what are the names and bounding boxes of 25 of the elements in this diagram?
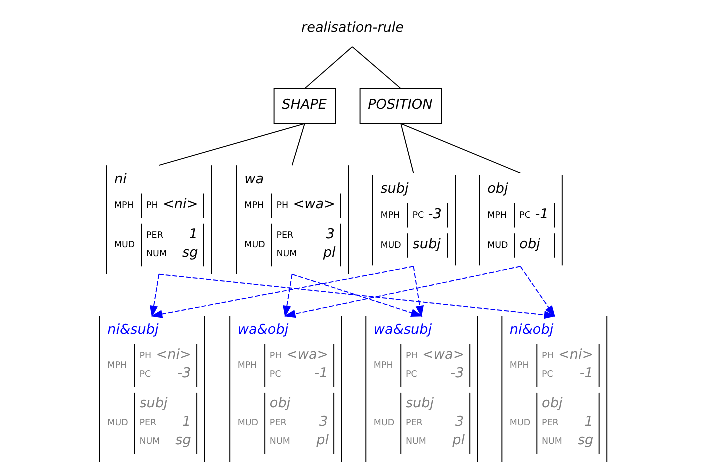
connector: [304, 46, 353, 90]
arrow: [149, 274, 160, 318]
connector: [291, 123, 305, 166]
connector: [400, 123, 521, 174]
node-text: realisation-rule: [301, 20, 404, 36]
connector: [352, 46, 402, 90]
node-text: ni&subj MPH PH <ni> PC -3 MUD subj PER 1 NUM sg: [107, 322, 191, 449]
arrow: [284, 266, 521, 318]
arrow: [150, 266, 414, 318]
node-box: SHAPE: [273, 88, 336, 124]
arrow: [282, 274, 292, 318]
node-text: wa&obj MPH PH <wa> PC -1 MUD obj PER 3 NUM pl: [237, 322, 328, 449]
node-box: POSITION: [359, 88, 442, 124]
node-text: wa&subj MPH PH <wa> PC -3 MUD subj PER 3 NUM pl: [373, 322, 465, 449]
arrow: [412, 266, 424, 318]
connector: [400, 123, 414, 174]
arrow: [291, 274, 422, 317]
node-text: ni&obj MPH PH <ni> PC -1 MUD obj PER 1 NUM sg: [509, 322, 594, 449]
node-text: wa MPH PH <wa> MUD PER 3 NUM pl: [244, 171, 336, 262]
node-text: ni MPH PH <ni> MUD PER 1 NUM sg: [114, 171, 198, 262]
node-text: subj MPH PC -3 MUD subj: [380, 180, 442, 252]
arrow: [158, 274, 556, 320]
connector: [158, 123, 305, 166]
arrow: [520, 266, 555, 318]
node-text: obj MPH PC -1 MUD obj: [487, 180, 548, 252]
